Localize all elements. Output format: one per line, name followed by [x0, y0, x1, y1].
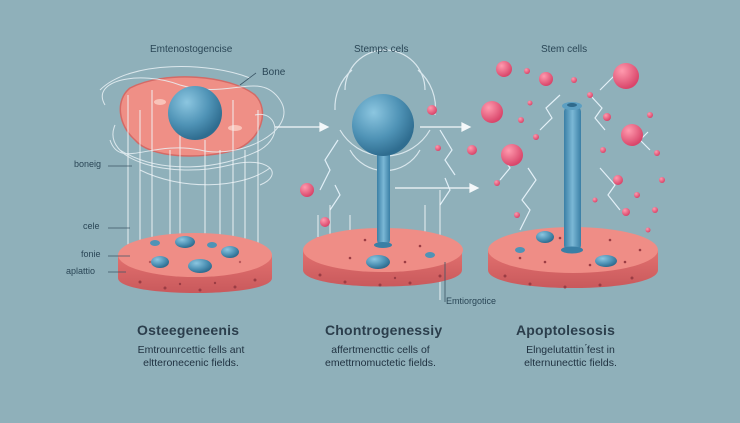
aplattio-label: aplattio	[66, 266, 96, 276]
panel2-description: affertmencttic cells of emettrnomuctetic…	[298, 344, 463, 370]
stem-cell-sphere	[168, 86, 222, 140]
panel3-title: Apoptolesosis	[516, 322, 616, 338]
elongated-cell	[564, 106, 581, 251]
panel2-top-label: Stemps cels	[354, 44, 409, 55]
stalked-cell-head	[352, 94, 414, 156]
cell-stalk	[377, 150, 390, 245]
panel1-description: Emtrounrcettic fells ant eltteronecenic …	[116, 344, 266, 370]
panel2-desc-line2: emettrnomuctetic fields.	[325, 357, 436, 369]
panel1-title: Osteegeneenis	[137, 322, 240, 338]
panel1-desc-line1: Emtrounrcettic fells ant	[137, 344, 245, 356]
panel1-desc-line2: eltteronecenic fields.	[143, 357, 239, 369]
fonie-label: fonie	[81, 249, 101, 259]
panel3-description: Elngelutattin ́fest in elternunecttic fi…	[488, 344, 653, 370]
panel2-annotation: Emtiorgotice	[446, 296, 497, 306]
panel3-top-label: Stem cells	[541, 44, 588, 55]
panel3-desc-line1: Elngelutattin ́fest in	[526, 344, 615, 356]
panel3-desc-line2: elternunecttic fields.	[524, 357, 617, 369]
panel-chondrogenesis	[300, 49, 463, 302]
panel2-desc-line1: affertmencttic cells of	[331, 344, 430, 356]
cele-label: cele	[83, 221, 100, 231]
bone-label: Bone	[262, 67, 286, 78]
panel1-top-label: Emtenostogencise	[150, 44, 233, 55]
field-scribbles	[99, 66, 285, 186]
electric-bolts-right	[499, 69, 651, 231]
electric-bolts	[319, 129, 456, 211]
bone-disc	[118, 233, 272, 293]
panel2-title: Chontrogenessiy	[325, 322, 443, 338]
panel-osteogenesis	[99, 66, 285, 293]
vertical-field-lines	[127, 90, 259, 270]
boneig-label: boneig	[74, 159, 102, 169]
cartilage-disc	[303, 228, 463, 287]
process-arrows	[275, 122, 480, 193]
panel-apoptosis	[467, 61, 665, 289]
